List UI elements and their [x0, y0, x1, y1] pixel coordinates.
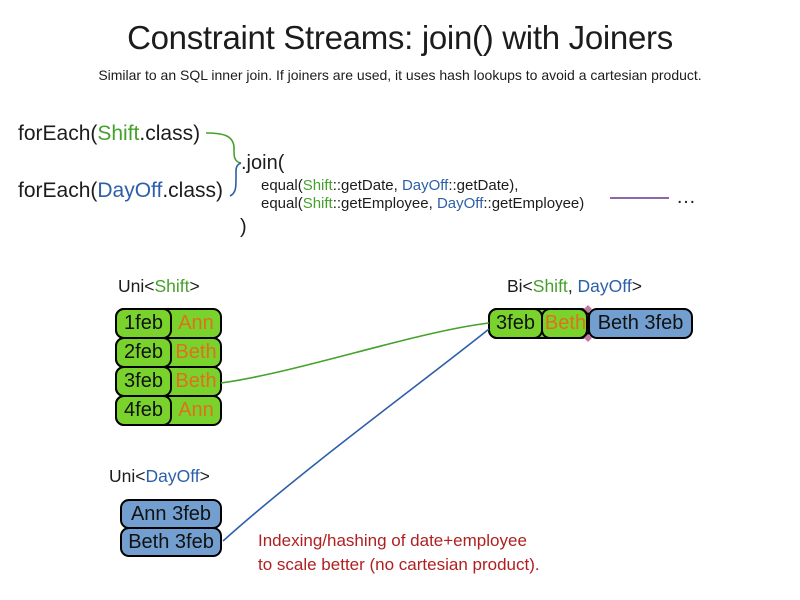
uni-dayoff-label: Uni<DayOff> — [109, 466, 210, 487]
shift-row: 1feb Ann — [115, 308, 222, 339]
dayoff-row: Ann 3feb — [120, 499, 222, 529]
dayoff-class-token: DayOff — [97, 179, 163, 202]
indexing-note: Indexing/hashing of date+employee to sca… — [258, 529, 540, 577]
slide-title: Constraint Streams: join() with Joiners — [127, 19, 673, 56]
shift-row: 3feb Beth — [115, 366, 222, 397]
shift-date-cell: 2feb — [115, 337, 172, 368]
shift-class-token: Shift — [302, 177, 333, 194]
dayoff-type-token: DayOff — [577, 276, 632, 296]
shift-type-token: Shift — [154, 276, 190, 296]
code-text: equal( — [261, 195, 303, 212]
shift-employee-cell: Ann — [178, 399, 214, 421]
code-foreach-dayoff: forEach(DayOff.class) — [18, 179, 223, 203]
label-text: Uni< — [109, 466, 146, 486]
shift-type-token: Shift — [532, 276, 568, 296]
brace-dayoff-line — [229, 162, 242, 197]
code-text: ::getEmployee, — [332, 195, 437, 212]
bi-shift-part: 3feb Beth — [488, 308, 590, 339]
bi-date-cell: 3feb — [488, 308, 543, 339]
shift-class-token: Shift — [97, 122, 140, 145]
shift-row: 4feb Ann — [115, 395, 222, 426]
shift-employee-cell: Beth — [175, 370, 217, 392]
code-text: ::getEmployee) — [483, 195, 585, 212]
uni-shift-table: 1feb Ann 2feb Beth 3feb Beth 4feb Ann — [115, 308, 222, 426]
indexing-note-line1: Indexing/hashing of date+employee — [258, 531, 527, 550]
uni-dayoff-table: Ann 3feb Beth 3feb — [120, 499, 222, 557]
code-text: ::getDate, — [332, 177, 402, 194]
shift-date-cell: 4feb — [115, 395, 172, 426]
slide-subtitle: Similar to an SQL inner join. If joiners… — [98, 67, 702, 83]
dayoff-class-token: DayOff — [436, 195, 484, 212]
code-join-close: ) — [240, 216, 247, 238]
code-text: .class) — [162, 179, 224, 202]
code-join-open: .join( — [241, 152, 285, 174]
label-text: Uni< — [118, 276, 155, 296]
brace-shift-line — [205, 132, 242, 164]
code-text: forEach( — [18, 179, 98, 202]
shift-row: 2feb Beth — [115, 337, 222, 368]
label-text: > — [631, 276, 642, 296]
shift-class-token: Shift — [302, 195, 333, 212]
dayoff-class-token: DayOff — [401, 177, 449, 194]
bi-label: Bi<Shift, DayOff> — [507, 276, 642, 297]
dayoff-to-bi-connector — [222, 328, 490, 542]
bi-result-row: 3feb Beth Beth 3feb — [488, 308, 693, 339]
code-text: ::getDate), — [448, 177, 519, 194]
shift-employee-cell: Beth — [175, 341, 217, 363]
dayoff-type-token: DayOff — [145, 466, 200, 486]
code-joiner-equal-date: equal(Shift::getDate, DayOff::getDate), — [261, 177, 518, 194]
dayoff-row: Beth 3feb — [120, 527, 222, 557]
shift-date-cell: 1feb — [115, 308, 172, 339]
shift-date-cell: 3feb — [115, 366, 172, 397]
more-joiners-ellipsis: … — [676, 186, 698, 208]
label-text: > — [189, 276, 200, 296]
label-text: > — [199, 466, 210, 486]
shift-to-bi-connector — [220, 322, 490, 384]
label-text: , — [567, 276, 578, 296]
bi-employee-cell: Beth — [541, 308, 590, 339]
code-text: forEach( — [18, 122, 98, 145]
code-foreach-shift: forEach(Shift.class) — [18, 122, 200, 146]
label-text: Bi< — [507, 276, 533, 296]
indexing-note-line2: to scale better (no cartesian product). — [258, 555, 540, 574]
shift-employee-cell: Ann — [178, 312, 214, 334]
code-text: .class) — [139, 122, 201, 145]
bi-dayoff-part: Beth 3feb — [588, 308, 693, 339]
uni-shift-label: Uni<Shift> — [118, 276, 200, 297]
code-text: equal( — [261, 177, 303, 194]
code-joiner-equal-employee: equal(Shift::getEmployee, DayOff::getEmp… — [261, 195, 584, 212]
